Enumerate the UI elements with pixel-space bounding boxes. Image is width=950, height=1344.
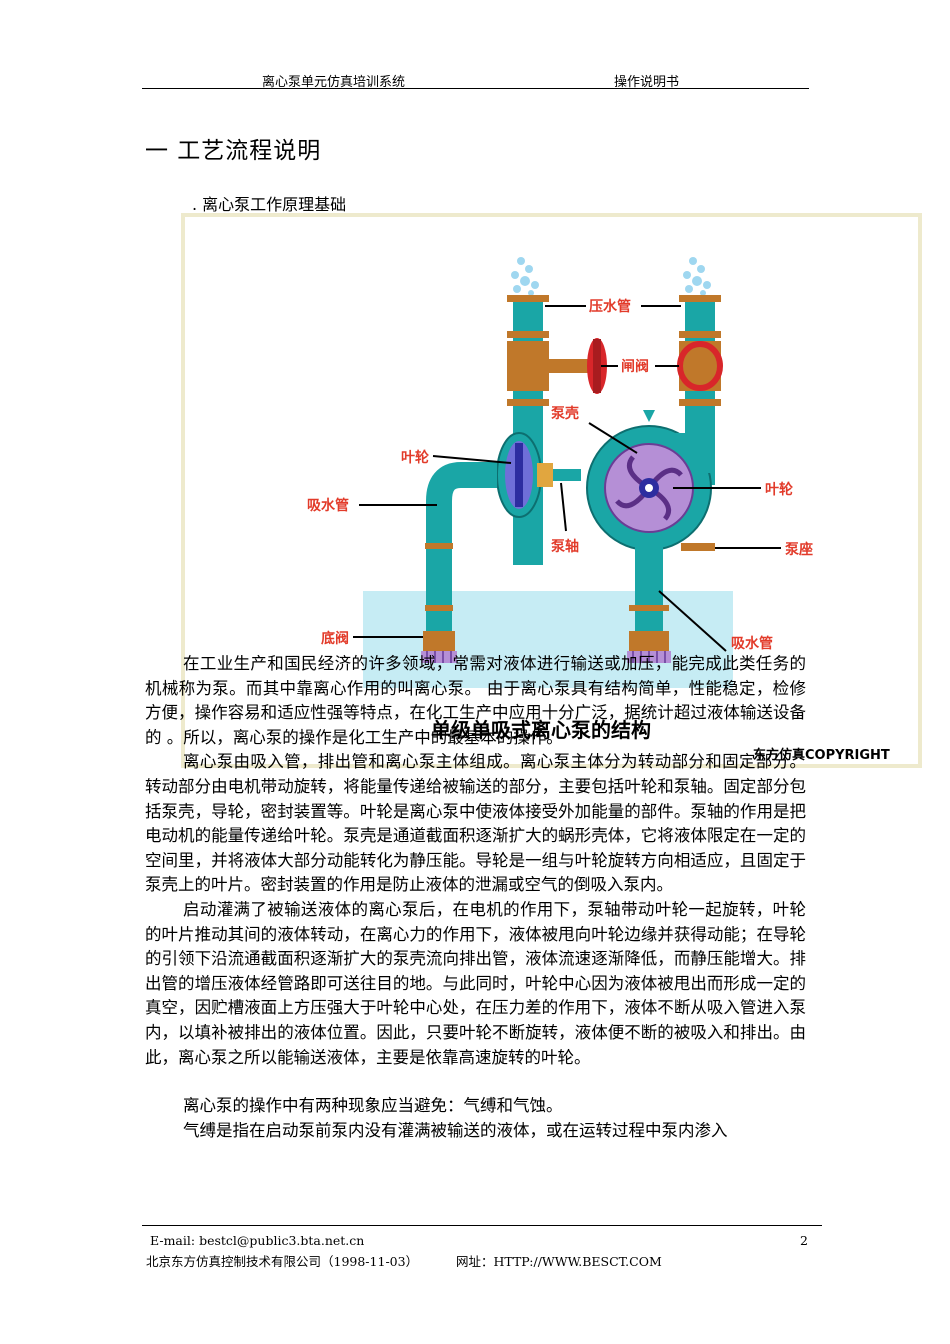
- paragraph-air-binding: 气缚是指在启动泵前泵内没有灌满被输送的液体，或在运转过程中泵内渗入: [183, 1120, 728, 1140]
- footer-company: 北京东方仿真控制技术有限公司（1998-11-03）: [146, 1254, 419, 1269]
- paragraph-working-principle: 启动灌满了被输送液体的离心泵后，在电机的作用下，泵轴带动叶轮一起旋转，叶轮的叶片…: [145, 899, 806, 1067]
- water-spray-left: [511, 257, 539, 296]
- paragraph-intro: 在工业生产和国民经济的许多领域，常需对液体进行输送或加压，能完成此类任务的机械称…: [145, 654, 806, 747]
- label-pump-base: 泵座: [785, 541, 813, 558]
- header-doc-type: 操作说明书: [614, 75, 680, 90]
- figure-caption: 单级单吸式离心泵的结构: [431, 718, 651, 742]
- label-inlet-pipe: 吸水管: [731, 635, 773, 652]
- label-pump-shaft: 泵轴: [551, 538, 579, 555]
- leader-lines: [353, 305, 781, 652]
- label-foot-valve: 底阀: [321, 630, 349, 647]
- label-impeller-left: 叶轮: [401, 449, 429, 466]
- subsection-title: . 离心泵工作原理基础: [192, 195, 347, 214]
- water-spray-right: [683, 257, 711, 296]
- footer-rule: [142, 1225, 822, 1226]
- paragraph-phenomena: 离心泵的操作中有两种现象应当避免：气缚和气蚀。: [183, 1096, 563, 1116]
- front-view-pump: [586, 257, 723, 663]
- label-impeller-right: 叶轮: [765, 481, 793, 498]
- section-title: 一 工艺流程说明: [145, 138, 322, 164]
- paragraph-components: 离心泵由吸入管，排出管和离心泵主体组成。离心泵主体分为转动部分和固定部分。转动部…: [145, 752, 806, 895]
- label-pump-casing: 泵壳: [551, 405, 579, 422]
- footer-website: 网址：HTTP://WWW.BESCT.COM: [456, 1254, 662, 1269]
- page-number: 2: [800, 1233, 808, 1248]
- label-suction-pipe: 吸水管: [307, 497, 349, 514]
- figure-copyright: 东方仿真COPYRIGHT: [753, 747, 890, 763]
- label-gate-valve: 闸阀: [621, 358, 649, 375]
- pump-structure-figure: 压水管 闸阀 泵壳 叶轮 吸水管 泵轴 叶轮 泵座 底阀 吸水管 单级单吸式离心…: [181, 213, 922, 768]
- header-rule: [142, 88, 809, 89]
- label-outlet-pipe: 压水管: [589, 298, 631, 315]
- side-view-pump: [421, 257, 607, 663]
- body-text: 在工业生产和国民经济的许多领域，常需对液体进行输送或加压，能完成此类任务的机械称…: [145, 652, 806, 1143]
- header-title: 离心泵单元仿真培训系统: [262, 75, 406, 90]
- footer-email: E-mail: bestcl@public3.bta.net.cn: [150, 1233, 365, 1248]
